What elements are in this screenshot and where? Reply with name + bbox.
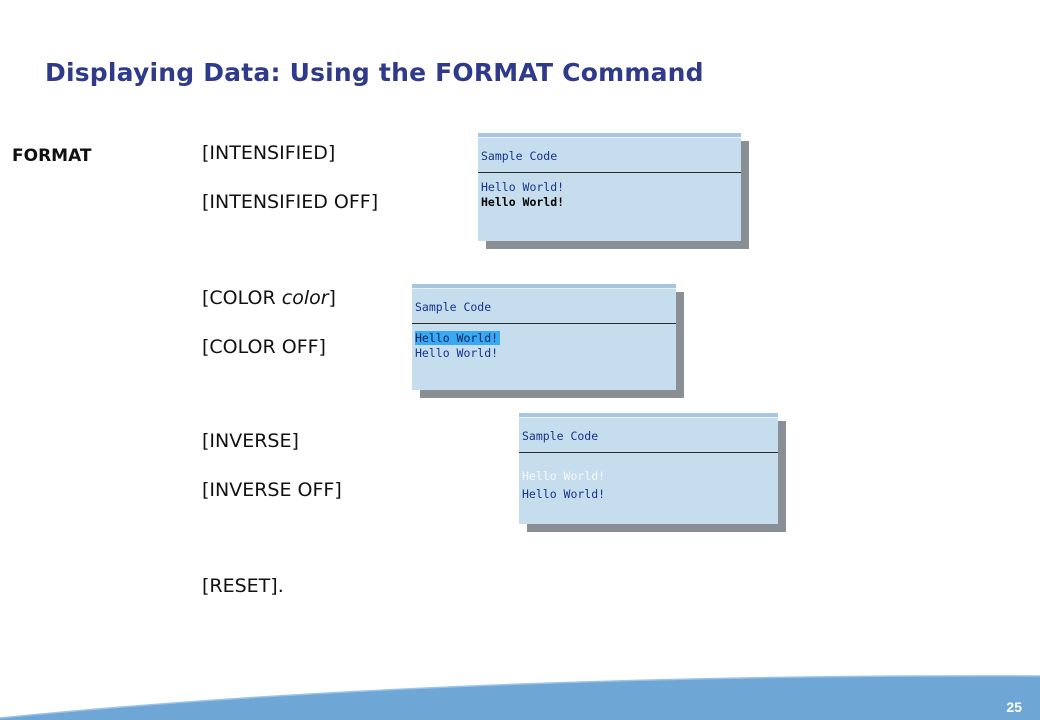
window-line-1: Hello World! <box>481 180 565 194</box>
window-frame: Sample Code Hello World! Hello World! <box>412 284 676 390</box>
color-highlight: Hello World! <box>415 331 501 345</box>
window-title: Sample Code <box>522 429 599 443</box>
sample-window-intensified: Sample Code Hello World! Hello World! <box>478 133 749 249</box>
format-keyword: FORMAT <box>12 146 92 166</box>
clause-inverse-off: [INVERSE OFF] <box>202 479 342 501</box>
sample-window-inverse: Sample Code Hello World! Hello World! <box>519 413 786 532</box>
window-title: Sample Code <box>415 300 492 314</box>
clause-color-param: color <box>281 287 329 309</box>
window-line-2: Hello World! <box>481 195 565 209</box>
clause-color-off: [COLOR OFF] <box>202 336 326 358</box>
window-divider <box>519 452 778 453</box>
clause-color-pre: [COLOR <box>202 287 282 309</box>
clause-inverse: [INVERSE] <box>202 430 299 452</box>
window-frame: Sample Code Hello World! Hello World! <box>519 413 778 524</box>
window-line-2: Hello World! <box>522 487 606 501</box>
clause-reset: [RESET]. <box>202 575 284 597</box>
sample-window-color: Sample Code Hello World! Hello World! <box>412 284 684 398</box>
window-line-2: Hello World! <box>415 346 499 360</box>
window-divider <box>412 323 676 324</box>
window-line-1: Hello World! <box>415 331 501 345</box>
window-divider <box>478 172 741 173</box>
window-line-1: Hello World! <box>522 469 606 483</box>
footer-wave <box>0 675 1040 720</box>
page-number: 25 <box>1006 699 1022 715</box>
clause-color: [COLOR color] <box>202 287 336 309</box>
clause-intensified-off: [INTENSIFIED OFF] <box>202 191 379 213</box>
window-frame: Sample Code Hello World! Hello World! <box>478 133 741 241</box>
footer-wave-edge <box>0 675 1040 719</box>
slide-title: Displaying Data: Using the FORMAT Comman… <box>45 58 704 87</box>
clause-intensified: [INTENSIFIED] <box>202 142 336 164</box>
clause-color-post: ] <box>328 287 336 309</box>
window-title: Sample Code <box>481 149 558 163</box>
footer-wave-shape <box>0 675 1040 720</box>
